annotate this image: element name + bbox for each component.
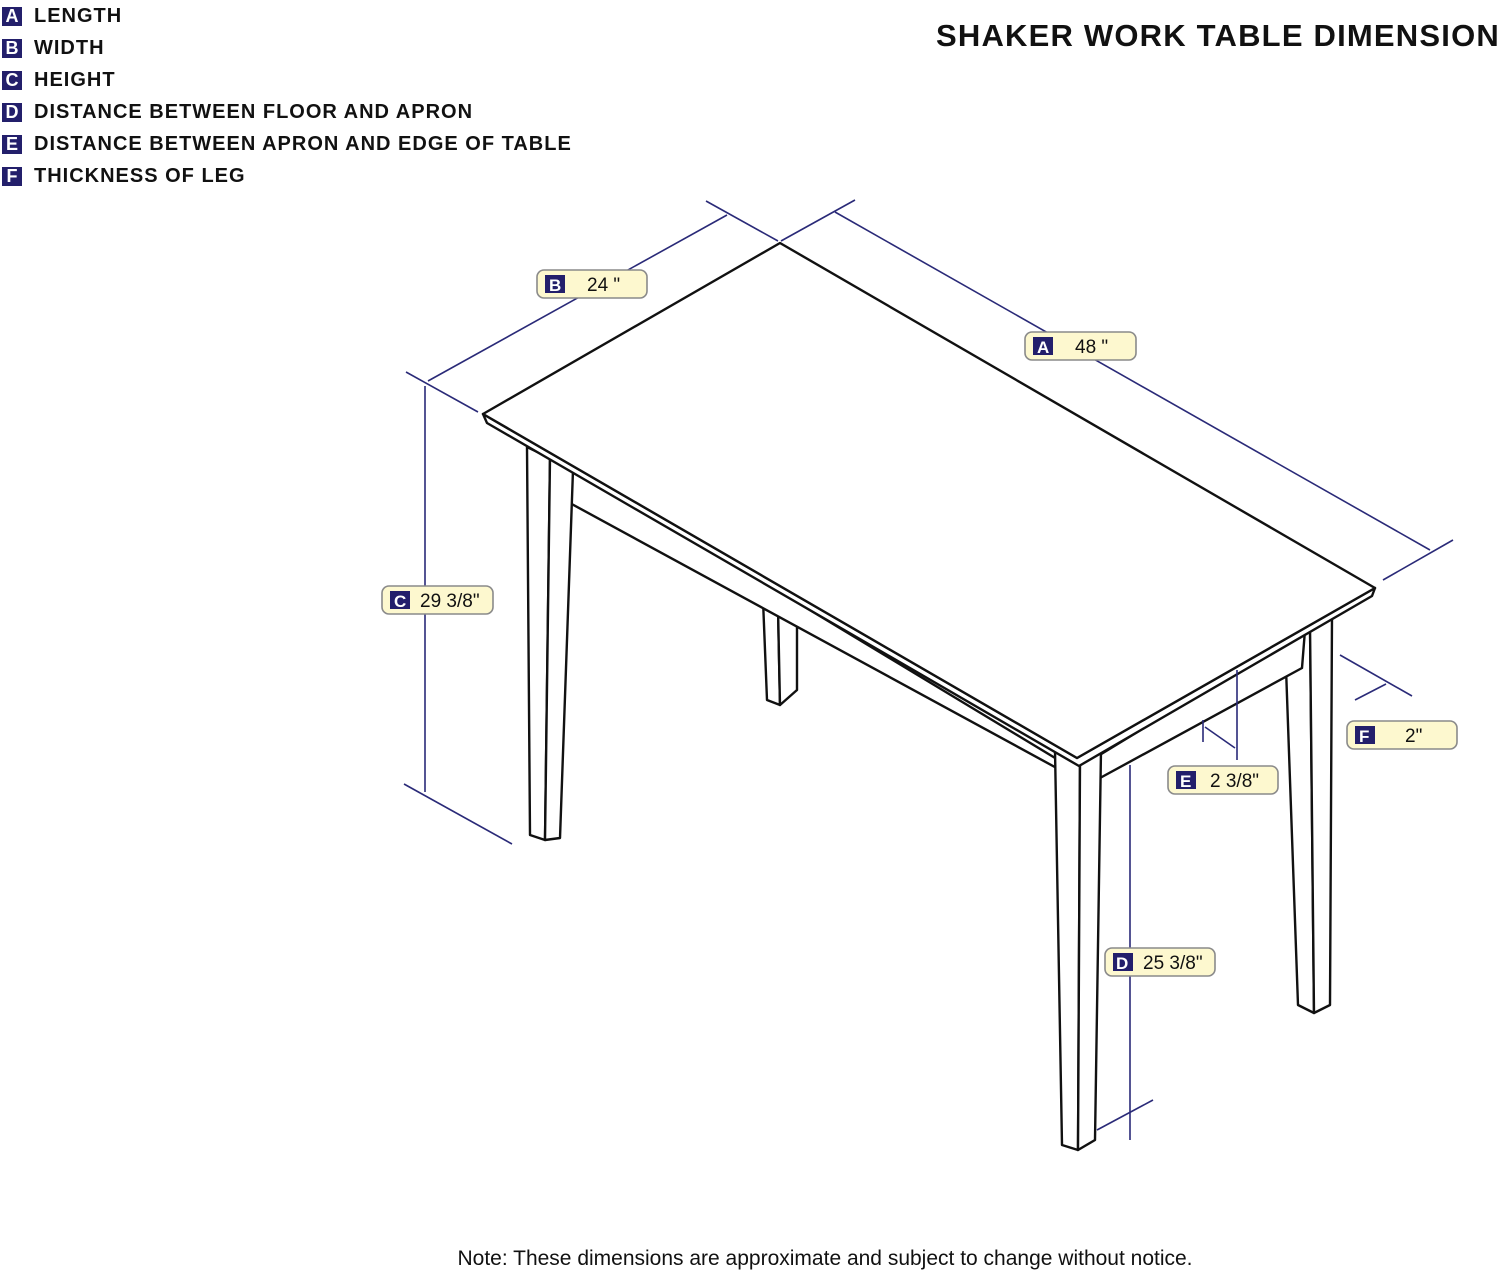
legend-item-floor-apron: D DISTANCE BETWEEN FLOOR AND APRON — [2, 96, 572, 128]
svg-text:29 3/8": 29 3/8" — [420, 591, 480, 612]
dimension-label-e: E 2 3/8" — [1167, 765, 1279, 795]
svg-text:25 3/8": 25 3/8" — [1143, 953, 1203, 974]
legend-item-length: A LENGTH — [2, 0, 572, 32]
legend-item-height: C HEIGHT — [2, 64, 572, 96]
legend-item-apron-edge: E DISTANCE BETWEEN APRON AND EDGE OF TABL… — [2, 128, 572, 160]
left-leg-side — [543, 456, 575, 842]
legend-label: WIDTH — [34, 36, 105, 59]
svg-text:24 ": 24 " — [587, 275, 620, 296]
svg-text:2": 2" — [1405, 726, 1422, 747]
front-leg-side — [1076, 748, 1103, 1152]
disclaimer-note: Note: These dimensions are approximate a… — [457, 1247, 1193, 1270]
tabletop — [481, 241, 1377, 760]
legend-badge: C — [2, 70, 22, 90]
legend-label: LENGTH — [34, 4, 123, 27]
page-title: SHAKER WORK TABLE DIMENSION — [936, 18, 1500, 53]
dimension-label-d: D 25 3/8" — [1104, 947, 1216, 977]
legend-badge: E — [2, 134, 22, 154]
svg-text:A: A — [1037, 338, 1049, 357]
legend-item-leg-thickness: F THICKNESS OF LEG — [2, 160, 572, 192]
legend-label: DISTANCE BETWEEN APRON AND EDGE OF TABLE — [34, 132, 572, 155]
svg-text:2 3/8": 2 3/8" — [1210, 771, 1259, 792]
svg-text:F: F — [1359, 727, 1369, 746]
legend-item-width: B WIDTH — [2, 32, 572, 64]
legend-label: HEIGHT — [34, 68, 116, 91]
svg-text:C: C — [394, 592, 406, 611]
svg-text:E: E — [1180, 772, 1191, 791]
legend-badge: A — [2, 6, 22, 26]
svg-text:D: D — [1116, 954, 1128, 973]
legend-badge: D — [2, 102, 22, 122]
dimension-label-a: A 48 " — [1024, 331, 1137, 361]
svg-text:B: B — [549, 276, 561, 295]
legend-label: THICKNESS OF LEG — [34, 164, 246, 187]
right-leg-side — [1308, 613, 1334, 1015]
svg-text:48 ": 48 " — [1075, 337, 1108, 358]
front-leg — [1053, 748, 1082, 1152]
legend-badge: B — [2, 38, 22, 58]
legend: A LENGTH B WIDTH C HEIGHT D DISTANCE BETWEEN… — [2, 0, 572, 192]
legend-label: DISTANCE BETWEEN FLOOR AND APRON — [34, 100, 474, 123]
dimension-label-b: B 24 " — [536, 269, 648, 299]
dimension-label-c: C 29 3/8" — [381, 585, 494, 615]
dimension-label-f: F 2" — [1346, 720, 1458, 750]
legend-badge: F — [2, 166, 22, 186]
